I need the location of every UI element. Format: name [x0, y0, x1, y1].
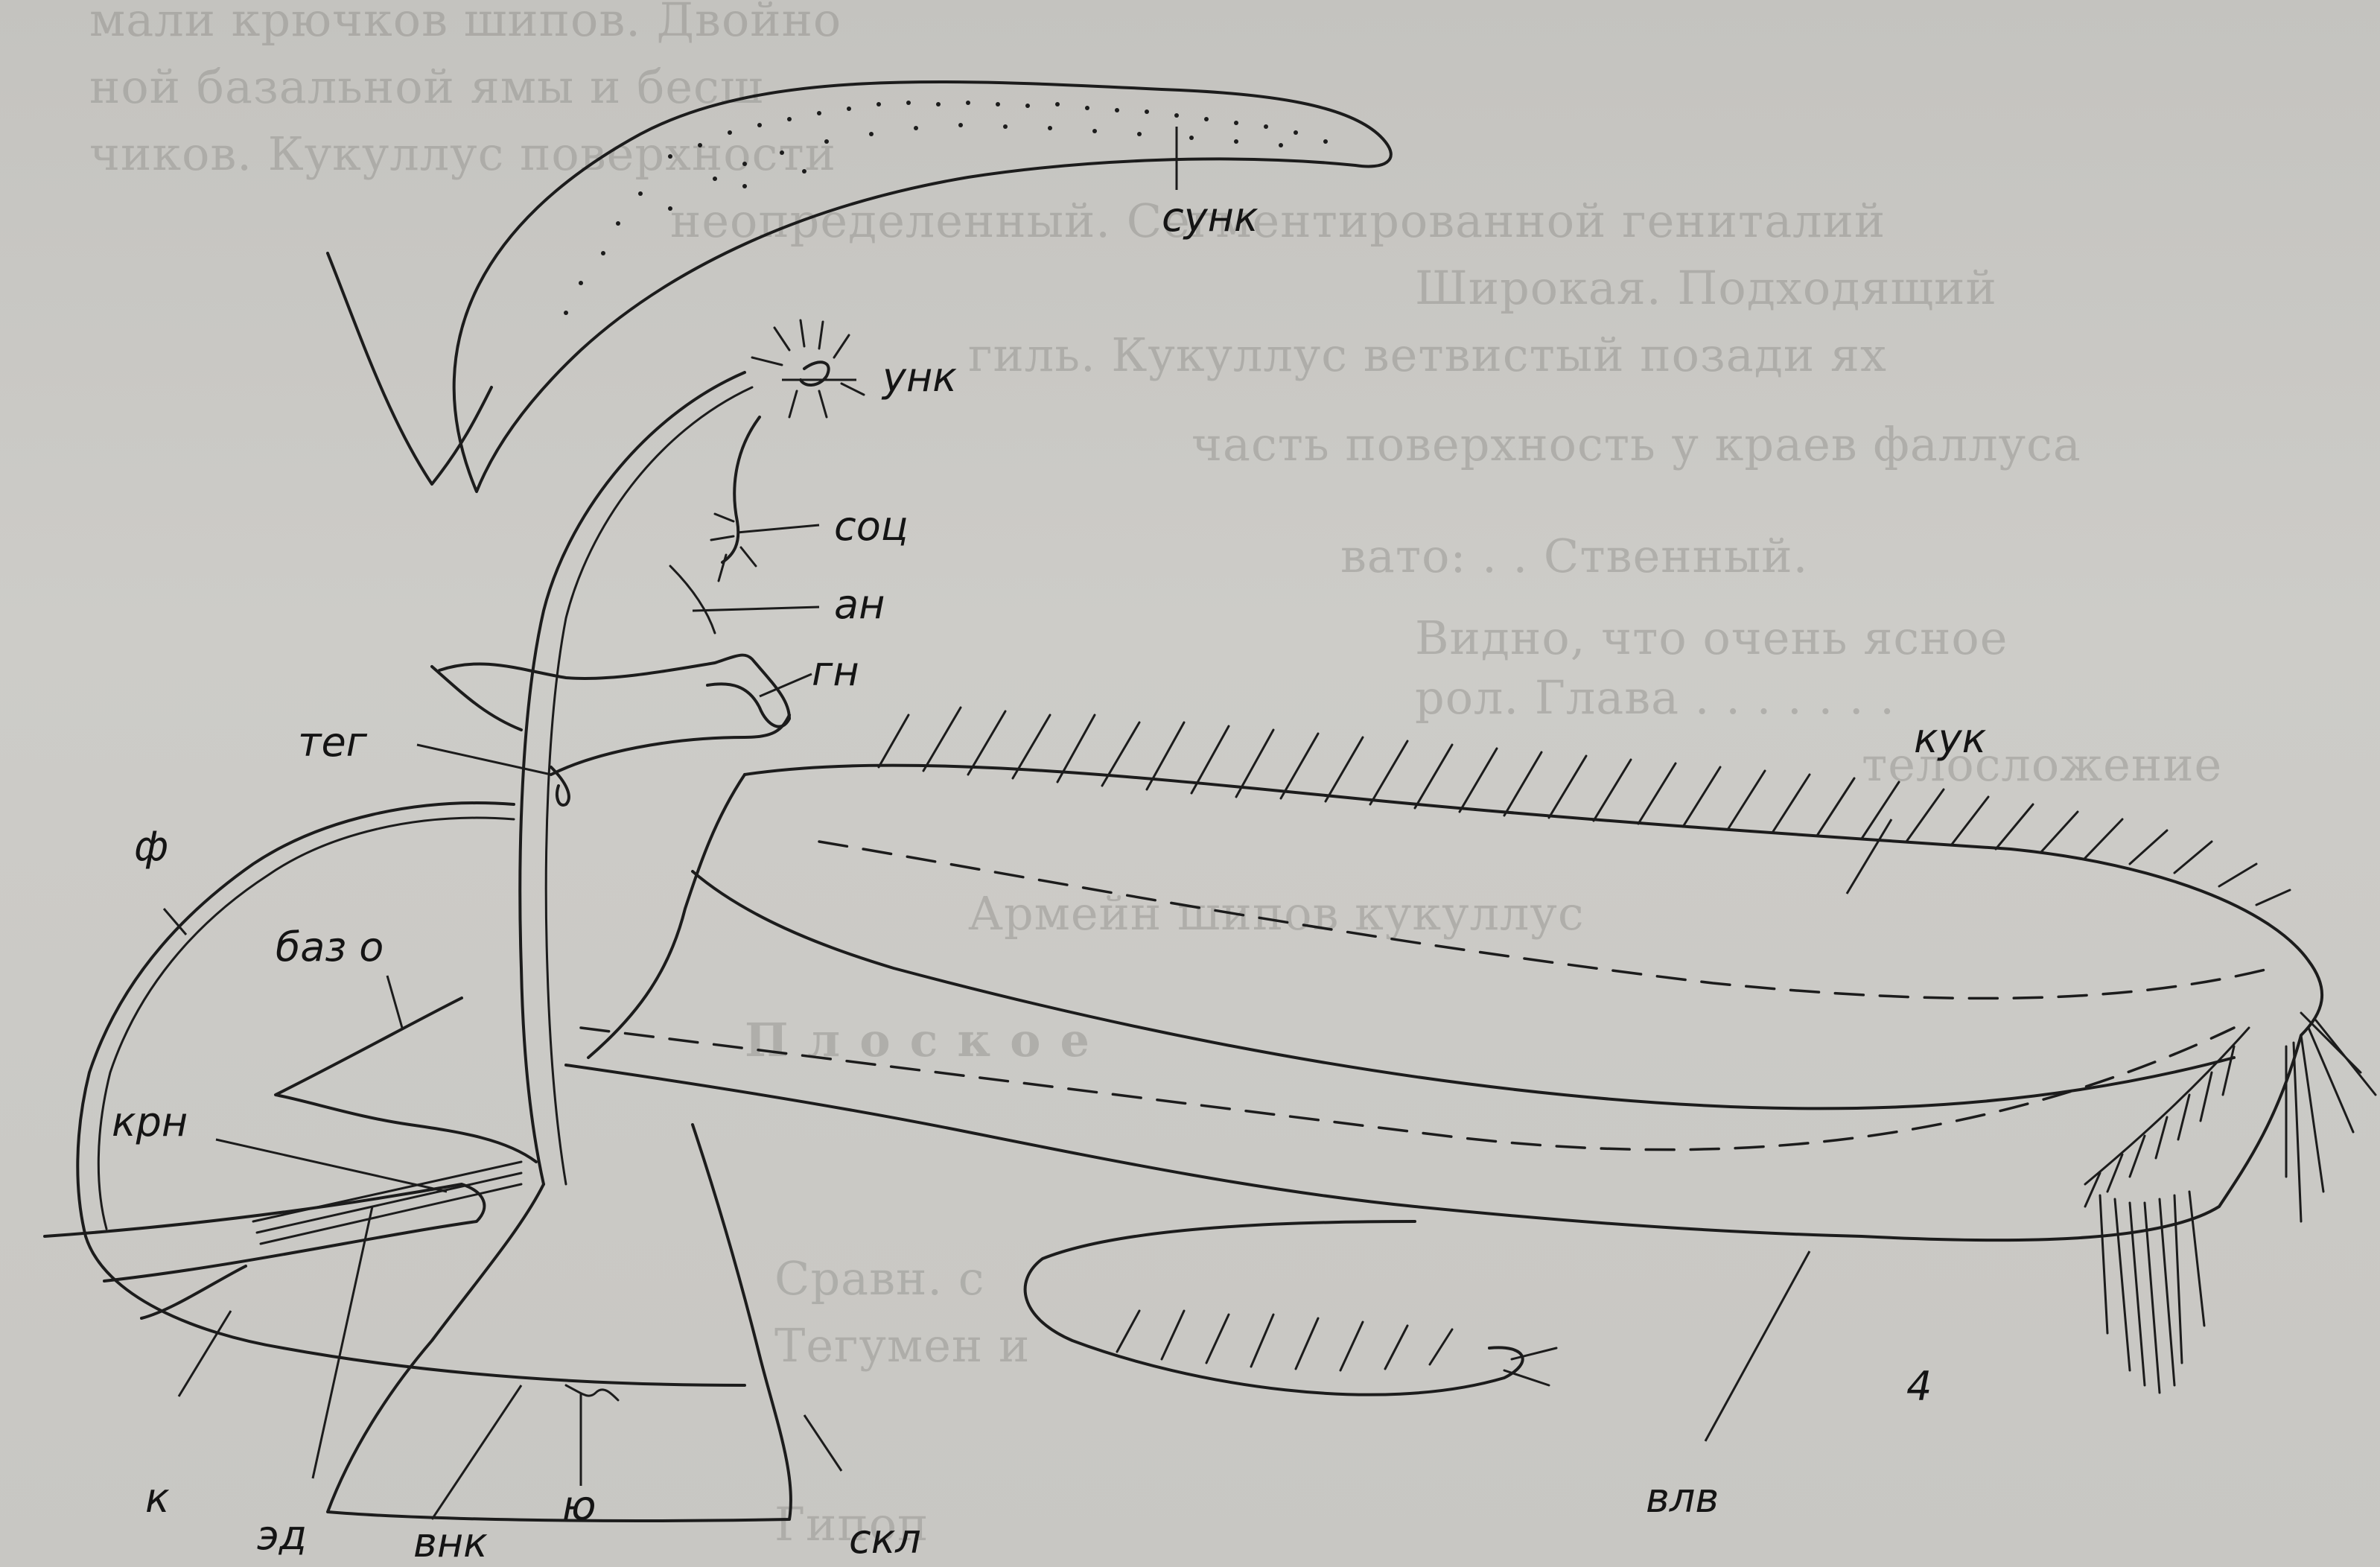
gnathos-lower	[551, 715, 789, 775]
label-an: ан	[834, 581, 885, 628]
sunk-hook-outline	[454, 82, 1391, 492]
valva-tip-spines	[2100, 1013, 2376, 1393]
figure-number: 4	[1906, 1363, 1932, 1410]
label-k: к	[145, 1475, 170, 1522]
sacculus-lobe	[1025, 1221, 1523, 1395]
label-teg: тег	[298, 719, 368, 766]
label-sots: соц	[834, 503, 908, 550]
label-skl: скл	[849, 1516, 921, 1563]
phallus-outer-inner	[98, 818, 514, 1229]
label-baz-o: баз о	[276, 924, 384, 970]
juxta	[566, 1385, 618, 1400]
label-yu: ю	[562, 1482, 596, 1529]
cucullus-setae	[879, 708, 2290, 905]
valva-fold	[693, 871, 2234, 1108]
label-krn: крн	[112, 1099, 188, 1145]
valva-comb	[2085, 1028, 2249, 1207]
label-vlv: влв	[1646, 1475, 1719, 1522]
label-ed: эд	[257, 1512, 307, 1559]
uncus-hairs	[752, 320, 864, 417]
label-gn: гн	[812, 648, 859, 695]
valva-inner-dashed	[581, 1028, 2234, 1150]
label-unk: унк	[881, 354, 957, 401]
valva-front-edge	[588, 775, 745, 1058]
label-sunk: сунк	[1162, 194, 1259, 241]
basal-process	[276, 998, 536, 1162]
vinculum	[328, 1125, 791, 1521]
socius	[722, 417, 760, 562]
valva-outline	[566, 766, 2322, 1241]
phallus-outer	[77, 803, 745, 1385]
label-vnk: внк	[413, 1519, 488, 1566]
aedeagus-rods	[253, 1162, 521, 1244]
socius-hairs	[711, 514, 756, 581]
label-f: ф	[134, 823, 168, 870]
gnathos-left	[432, 667, 521, 730]
anellus	[670, 566, 715, 633]
uncus-tip	[801, 362, 829, 385]
valva-cucullus-dashed	[819, 842, 2271, 998]
v-shaped-process	[328, 253, 491, 484]
aedeagus	[45, 1184, 484, 1281]
tegumen-stem	[520, 372, 745, 1184]
label-kuk: кук	[1914, 715, 1987, 762]
tegumen-stem-inner	[546, 387, 752, 1184]
